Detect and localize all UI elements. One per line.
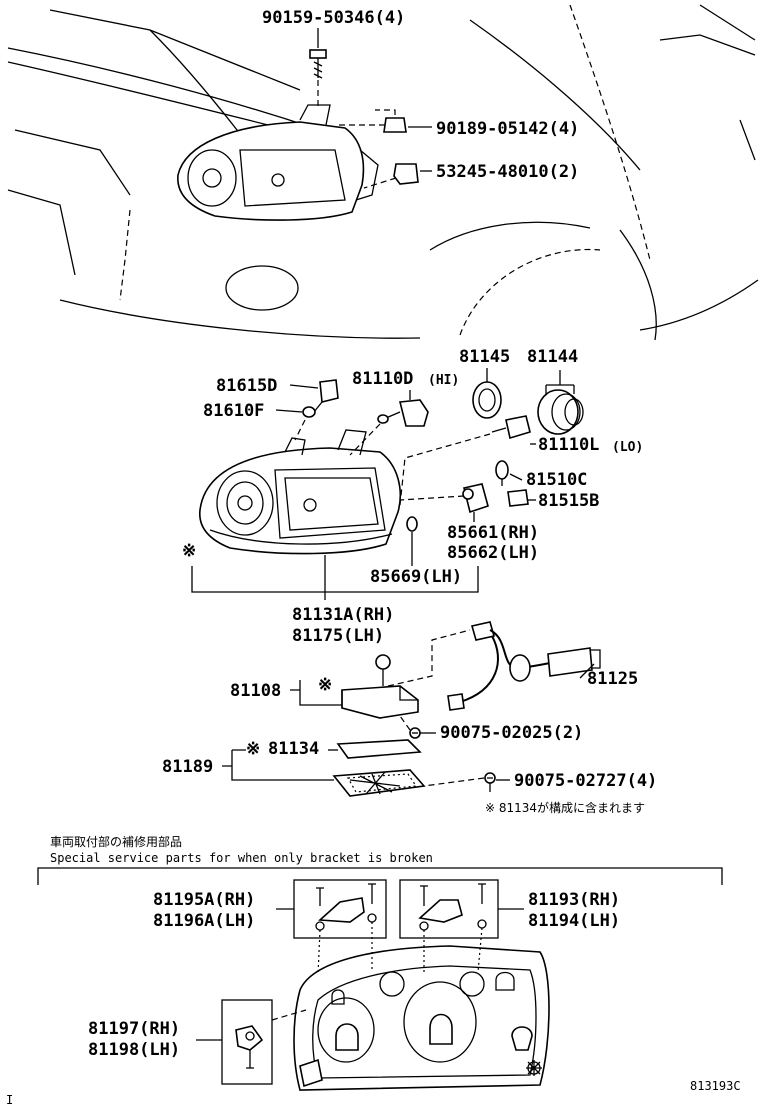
callout-81196A: 81196A(LH)	[153, 911, 255, 931]
bracket-kit-left	[293, 879, 387, 939]
callout-85669: 85669(LH)	[370, 567, 462, 587]
bracket-kit-right	[399, 879, 499, 939]
callout-81194: 81194(LH)	[528, 911, 620, 931]
screw-part	[309, 49, 327, 110]
gasket-part	[406, 516, 418, 532]
section-bracket	[37, 867, 723, 885]
callout-81189: 81189	[162, 757, 213, 777]
callout-81198: 81198(LH)	[88, 1040, 180, 1060]
cover-screw-part	[423, 772, 496, 792]
callout-90075b: 90075-02727(4)	[514, 771, 657, 791]
section-title-jp: 車両取付部の補修用部品	[50, 834, 182, 849]
callout-81193: 81193(RH)	[528, 890, 620, 910]
callout-90189: 90189-05142(4)	[436, 119, 579, 139]
callout-90075a: 90075-02025(2)	[440, 723, 583, 743]
retainer-part	[363, 163, 419, 189]
callout-81195A: 81195A(RH)	[153, 890, 255, 910]
adjuster-kit-part	[221, 999, 307, 1085]
headlamp-assembly	[199, 429, 402, 555]
ref-mark-2: ※	[318, 675, 332, 695]
callout-81134: 81134	[268, 739, 319, 759]
side-bulb-part	[495, 460, 509, 486]
callout-81125: 81125	[587, 669, 638, 689]
section-title-en: Special service parts for when only brac…	[50, 851, 433, 865]
callout-81108: 81108	[230, 681, 281, 701]
ballast-unit-part	[341, 629, 471, 719]
figure-code: 813193C	[690, 1079, 741, 1093]
side-socket-part	[507, 489, 529, 507]
callout-81144: 81144	[527, 347, 578, 367]
callout-53245: 53245-48010(2)	[436, 162, 579, 182]
callout-85662: 85662(LH)	[447, 543, 539, 563]
callout-81510C: 81510C	[526, 470, 587, 490]
callout-85661: 85661(RH)	[447, 523, 539, 543]
retaining-ring-part	[472, 381, 502, 419]
ref-mark-3: ※	[246, 739, 260, 759]
vehicle-front-illustration	[7, 4, 759, 341]
callout-81615D: 81615D	[216, 376, 277, 396]
lo-beam-bulb	[399, 415, 531, 506]
ballast-screw-part	[399, 715, 421, 739]
callout-81145: 81145	[459, 347, 510, 367]
callout-81515B: 81515B	[538, 491, 599, 511]
hi-beam-bulb	[349, 399, 429, 456]
wire-harness-part	[447, 621, 601, 711]
callout-81197: 81197(RH)	[88, 1019, 180, 1039]
includes-note: ※ 81134が構成に含まれます	[485, 800, 645, 815]
corner-mark: I	[6, 1093, 13, 1107]
lamp-housing-rear	[293, 922, 550, 1091]
ref-mark-1: ※	[182, 541, 196, 561]
ballast-cover-part	[332, 739, 426, 797]
clip-part	[335, 109, 407, 133]
callout-81131A: 81131A(RH)	[292, 605, 394, 625]
callout-81110L: 81110L	[538, 435, 599, 455]
socket-cover-part	[537, 389, 584, 435]
callout-81610F: 81610F	[203, 401, 264, 421]
socket-part	[294, 379, 339, 441]
callout-90159: 90159-50346(4)	[262, 8, 405, 28]
callout-81110D-suffix: (HI)	[428, 373, 459, 388]
callout-81110D: 81110D	[352, 369, 413, 389]
leveling-motor-part	[399, 483, 489, 514]
callout-81175: 81175(LH)	[292, 626, 384, 646]
callout-81110L-suffix: (LO)	[612, 440, 643, 455]
